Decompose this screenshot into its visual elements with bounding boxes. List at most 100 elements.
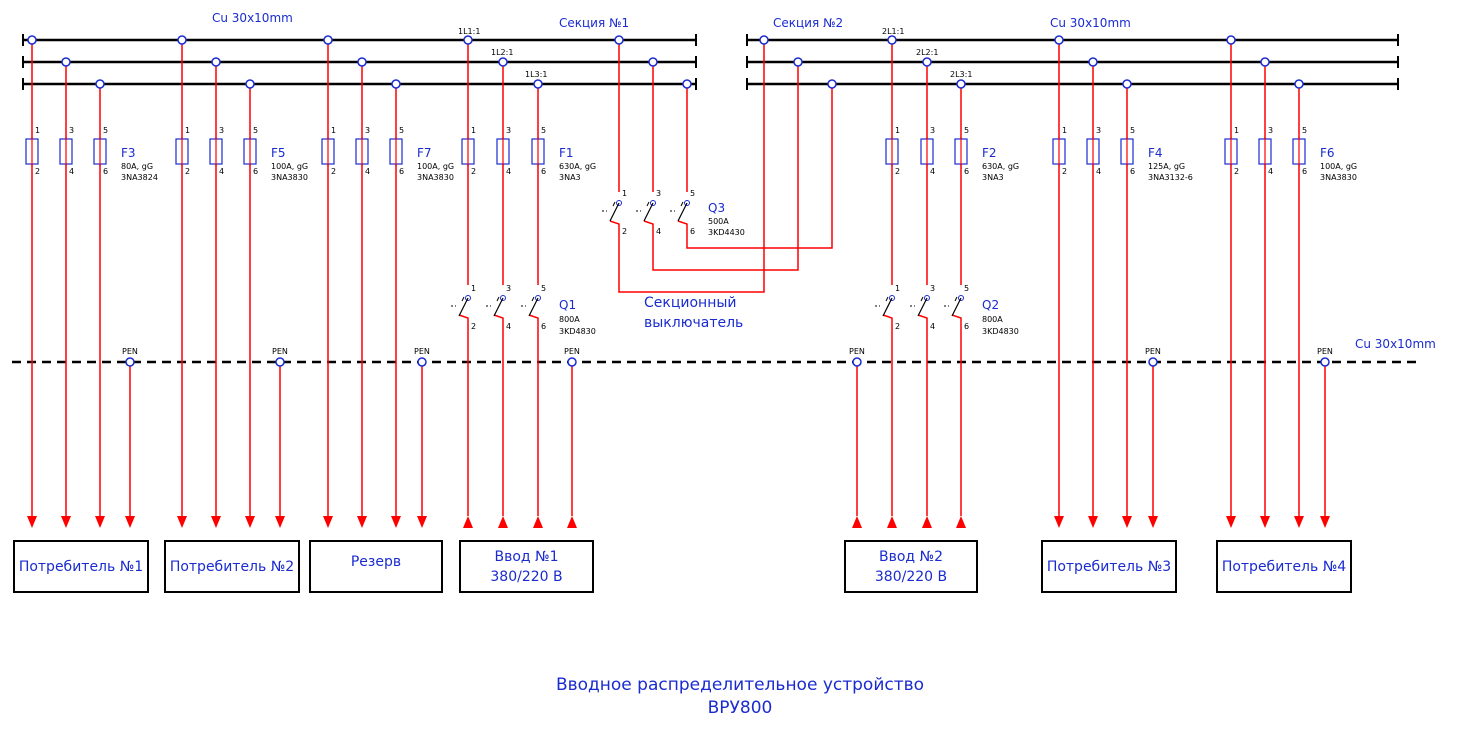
terminal-number: 5 (399, 126, 404, 135)
busbars-section-2 (746, 34, 1399, 90)
box-label-line2: 380/220 В (490, 569, 562, 585)
terminal-number: 5 (964, 126, 969, 135)
bus-node (887, 35, 897, 45)
terminal-number: 6 (1130, 167, 1135, 176)
pen-label: PEN (564, 347, 580, 356)
terminal-number: 4 (69, 167, 74, 176)
breaker-tick (496, 296, 500, 302)
terminal-number: 1 (471, 126, 476, 135)
arrow-down (1054, 516, 1064, 528)
fuse-model: 3NA3830 (417, 173, 454, 182)
diagram-title-line2: ВРУ800 (708, 698, 773, 718)
terminal-number: 5 (103, 126, 108, 135)
box-label: Потребитель №4 (1222, 559, 1346, 575)
consumer-box (844, 540, 978, 593)
bus-node (1054, 35, 1064, 45)
section-1-label: Секция №1 (559, 16, 629, 30)
bus-node (922, 57, 932, 67)
arrow-up (567, 516, 577, 528)
fuse-id: F7 (417, 146, 432, 160)
terminal-number: 3 (506, 284, 511, 293)
breaker-tick (531, 296, 535, 302)
consumer-box (459, 540, 594, 593)
bus-node (682, 79, 692, 89)
arrow-down (275, 516, 285, 528)
terminal-number: 1 (895, 284, 900, 293)
bus-node (323, 35, 333, 45)
pen-label: PEN (122, 347, 138, 356)
breaker-blade (528, 297, 539, 317)
fuse-id: F5 (271, 146, 286, 160)
bus-node (956, 79, 966, 89)
arrow-down (245, 516, 255, 528)
terminal-number: 4 (930, 167, 935, 176)
fuse-rating: 630A, gG (559, 162, 596, 171)
bus-node (95, 79, 105, 89)
wire (882, 314, 893, 516)
arrow-down (125, 516, 135, 528)
terminal-number: 2 (895, 322, 900, 331)
bus-node (27, 35, 37, 45)
bus-node (1320, 357, 1330, 367)
bus-node (648, 57, 658, 67)
consumer-box (13, 540, 149, 593)
bus-node (275, 357, 285, 367)
breaker-tick (612, 201, 616, 207)
wire (643, 62, 799, 271)
terminal-number: 5 (690, 189, 695, 198)
terminal-number: 4 (656, 227, 661, 236)
arrow-down (391, 516, 401, 528)
arrow-down (1226, 516, 1236, 528)
wire (951, 314, 962, 516)
breaker-blade (917, 297, 928, 317)
arrow-down (1148, 516, 1158, 528)
wire (458, 314, 469, 516)
terminal-number: 2 (185, 167, 190, 176)
breaker-id: Q2 (982, 298, 999, 312)
arrow-up (887, 516, 897, 528)
bus-node (125, 357, 135, 367)
terminal-number: 2 (1234, 167, 1239, 176)
breaker-tick (646, 201, 650, 207)
terminal-number: 4 (1096, 167, 1101, 176)
bus-tag-2l3: 2L3:1 (950, 70, 972, 79)
breaker-model: 3KD4830 (982, 327, 1019, 336)
bus-node (759, 35, 769, 45)
bus-node (211, 57, 221, 67)
terminal-number: 1 (35, 126, 40, 135)
bus-node (417, 357, 427, 367)
bus-node (827, 79, 837, 89)
arrow-down (177, 516, 187, 528)
pen-label: PEN (414, 347, 430, 356)
terminal-number: 1 (622, 189, 627, 198)
bus-node (852, 357, 862, 367)
terminal-number: 4 (365, 167, 370, 176)
terminal-number: 6 (253, 167, 258, 176)
terminal-number: 2 (35, 167, 40, 176)
terminal-number: 4 (219, 167, 224, 176)
wires (27, 40, 1330, 528)
bus-node (177, 35, 187, 45)
terminal-number: 3 (365, 126, 370, 135)
terminal-number: 5 (541, 284, 546, 293)
breaker-blade (677, 202, 688, 222)
terminal-number: 5 (1130, 126, 1135, 135)
pen-label: PEN (1145, 347, 1161, 356)
bus-node (614, 35, 624, 45)
terminal-number: 4 (930, 322, 935, 331)
arrow-up (852, 516, 862, 528)
wire (677, 84, 833, 249)
arrow-down (95, 516, 105, 528)
arrow-up (498, 516, 508, 528)
wire (493, 314, 504, 516)
terminal-number: 6 (964, 167, 969, 176)
consumer-box (1041, 540, 1177, 593)
terminal-number: 3 (506, 126, 511, 135)
bus-node (463, 35, 473, 45)
bus-node (1260, 57, 1270, 67)
terminal-number: 3 (219, 126, 224, 135)
arrow-down (61, 516, 71, 528)
